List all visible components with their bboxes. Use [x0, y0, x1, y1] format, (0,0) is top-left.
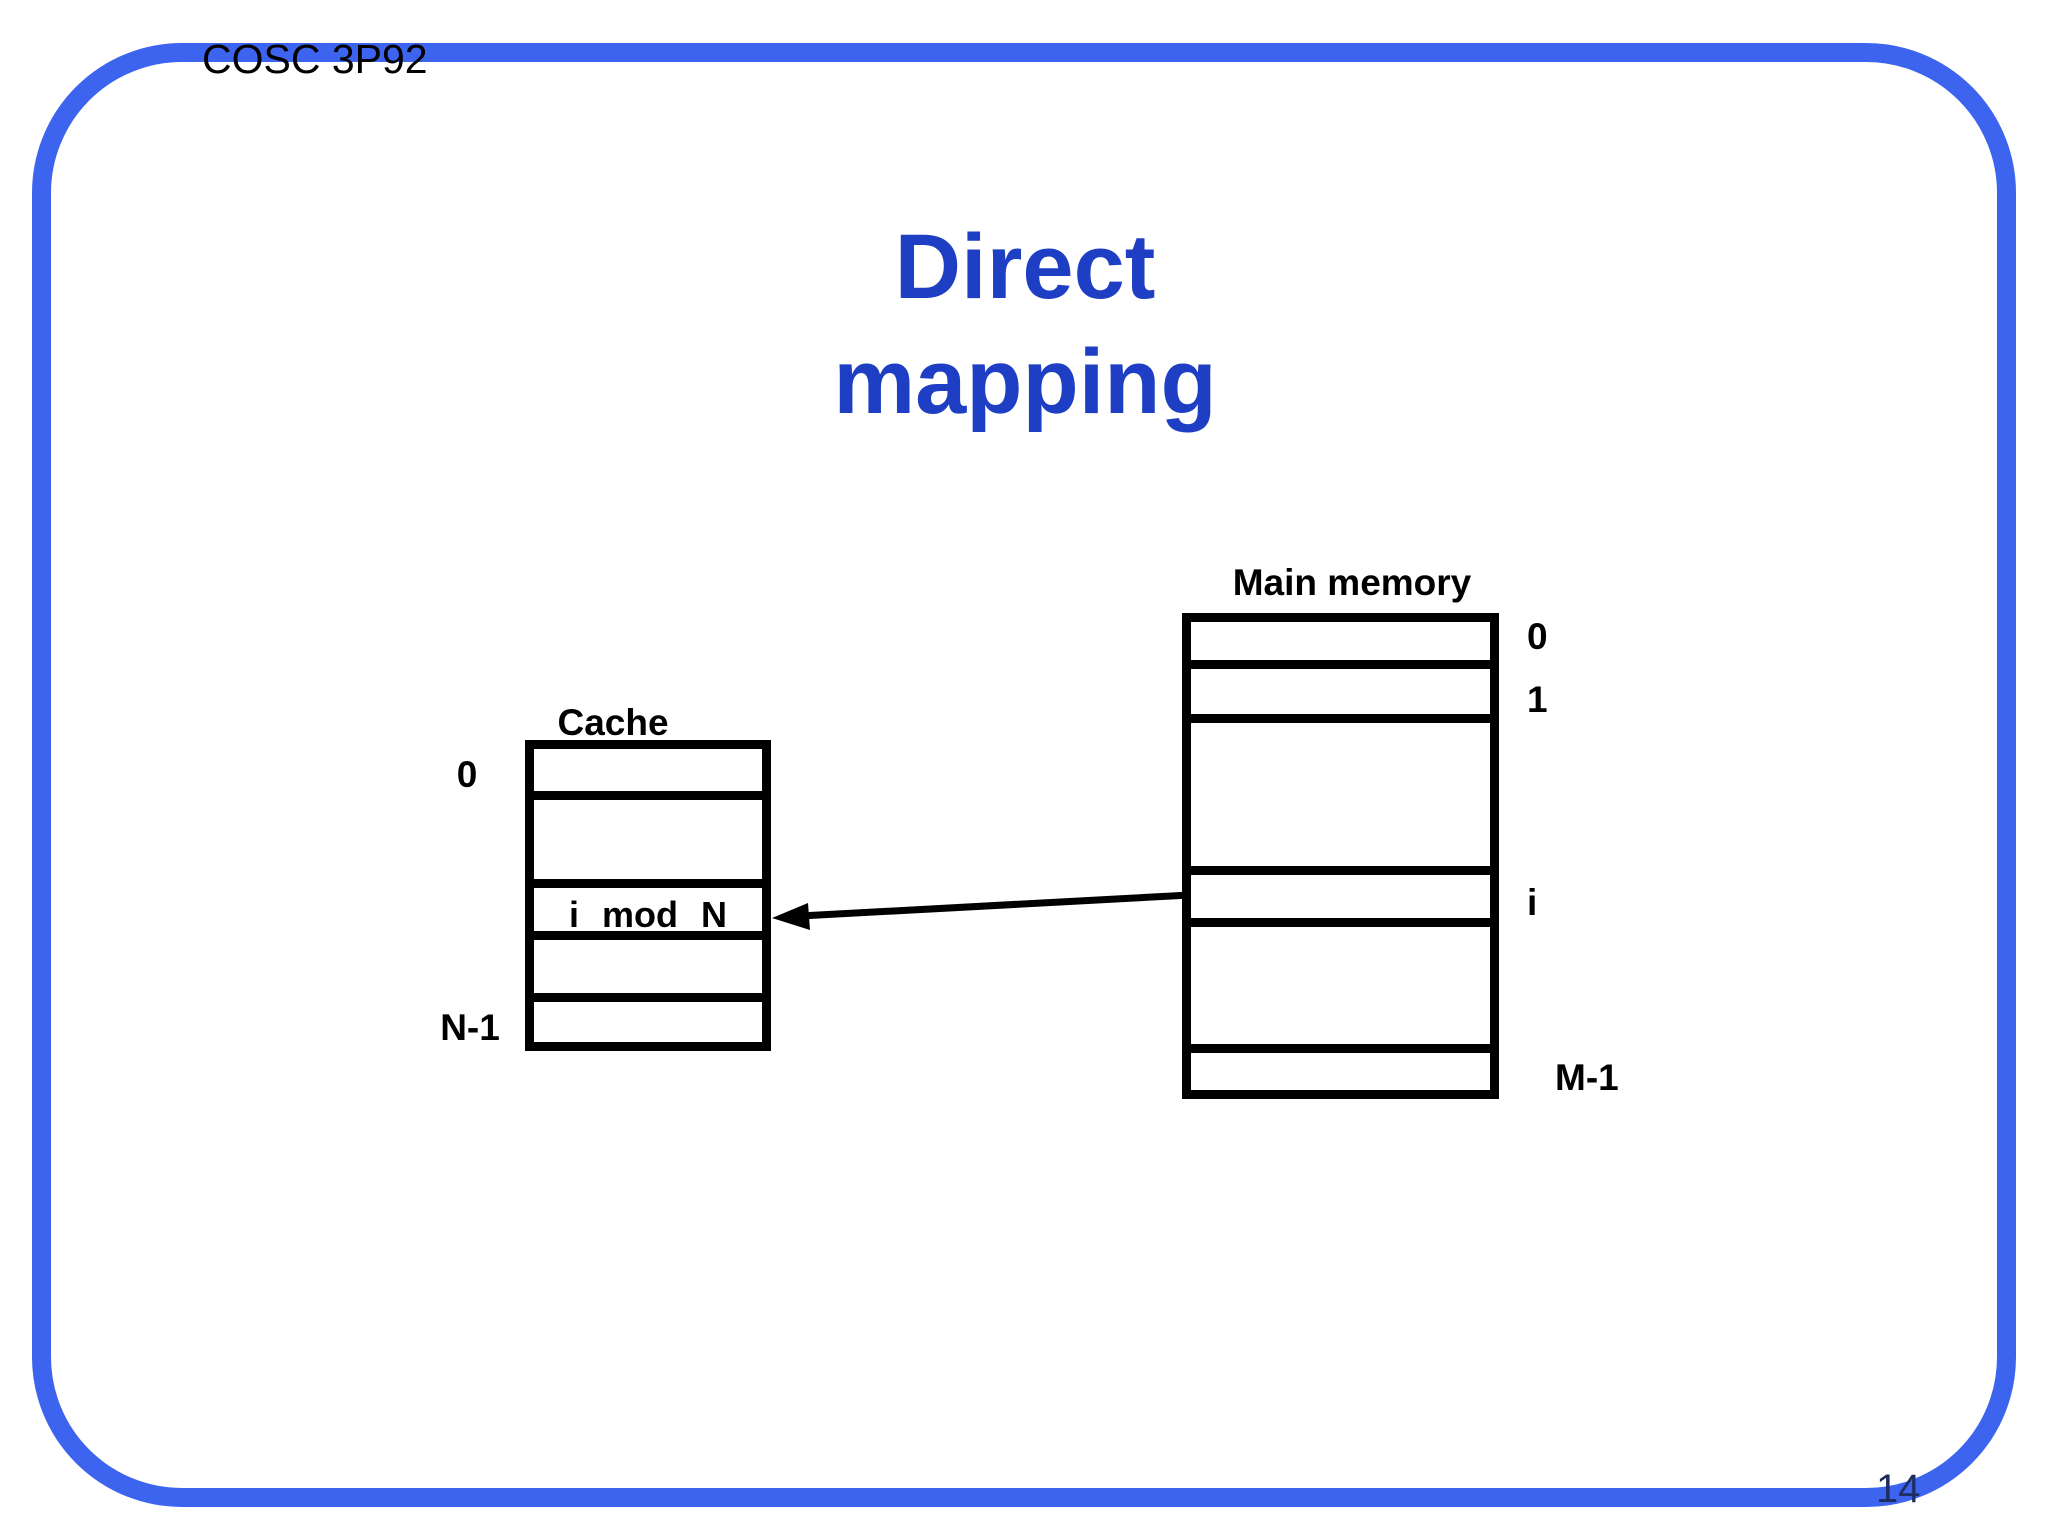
- memory-row-divider: [1191, 1044, 1490, 1053]
- slide-title-line2: mapping: [833, 331, 1217, 433]
- cache-label: Cache: [557, 702, 669, 743]
- cache-row-divider: [534, 931, 762, 940]
- memory-row-divider: [1191, 714, 1490, 723]
- slide-title-line1: Direct: [894, 216, 1156, 318]
- memory-row-divider: [1191, 866, 1490, 875]
- main-memory-box: [1182, 613, 1499, 1099]
- main-memory-label: Main memory: [1232, 562, 1472, 603]
- memory-index-1: 1: [1527, 679, 1548, 720]
- memory-index-0: 0: [1527, 616, 1548, 657]
- memory-index-m-1: M-1: [1555, 1057, 1619, 1098]
- memory-index-i: i: [1527, 882, 1538, 923]
- memory-row-divider: [1191, 660, 1490, 669]
- cache-row-divider: [534, 993, 762, 1002]
- memory-row-divider: [1191, 918, 1490, 927]
- cache-index-top: 0: [456, 754, 478, 795]
- cache-row-divider: [534, 791, 762, 800]
- cache-mapped-row-label: i mod N: [569, 894, 727, 935]
- course-code: COSC 3P92: [202, 36, 428, 82]
- page-number: 14: [1876, 1467, 1921, 1511]
- cache-box: [525, 740, 771, 1051]
- cache-index-bottom: N-1: [440, 1007, 500, 1048]
- cache-row-divider: [534, 879, 762, 888]
- slide-title: Direct mapping: [0, 210, 2048, 440]
